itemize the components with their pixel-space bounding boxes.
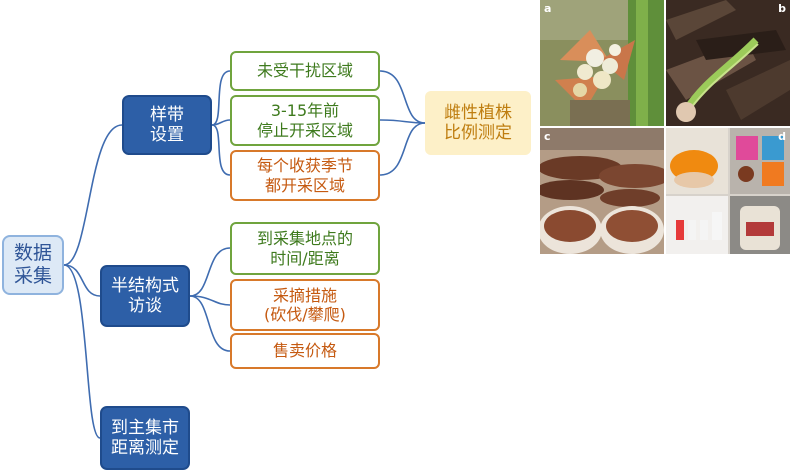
leaf-label-line1: 售卖价格	[272, 341, 337, 361]
category-label-line1: 半结构式	[111, 275, 179, 296]
root-label-line2: 采集	[13, 265, 52, 287]
photo-label-a: a	[544, 2, 552, 15]
leaf-label-line2: 停止开采区域	[256, 120, 353, 140]
leaf-label-line2: (砍伐/攀爬)	[264, 305, 346, 324]
leaf-label-line2: 时间/距离	[270, 248, 340, 268]
leaf-label-line1: 采摘措施	[272, 285, 337, 305]
category-market-distance: 到主集市 距离测定	[100, 406, 190, 470]
photo-collage: a b c	[540, 0, 790, 254]
photo-label-c: c	[544, 130, 551, 143]
category-transect-setup: 样带 设置	[122, 95, 212, 155]
category-label-line2: 设置	[150, 125, 184, 145]
leaf-harvested-every-season: 每个收获季节 都开采区域	[230, 150, 380, 201]
category-semi-structured-interview: 半结构式 访谈	[100, 265, 190, 327]
male-flowers-photo: a	[540, 0, 664, 126]
target-label-line2: 比例测定	[444, 123, 512, 143]
leaf-sale-price: 售卖价格	[230, 333, 380, 369]
target-female-plant-ratio: 雌性植株 比例测定	[425, 91, 531, 155]
leaf-harvest-method: 采摘措施 (砍伐/攀爬)	[230, 279, 380, 331]
dried-pods-photo: b	[666, 0, 790, 126]
category-label-line2: 访谈	[128, 296, 162, 316]
root-label-line1: 数据	[13, 242, 52, 265]
photo-label-d: d	[778, 130, 786, 143]
seeds-drying-photo: c	[540, 128, 664, 254]
target-label-line1: 雌性植株	[444, 102, 512, 123]
leaf-time-distance-to-site: 到采集地点的 时间/距离	[230, 222, 380, 275]
leaf-label-line1: 未受干扰区域	[256, 61, 353, 81]
category-label-line2: 距离测定	[111, 438, 179, 458]
leaf-label-line1: 到采集地点的	[256, 229, 353, 249]
category-label-line1: 样带	[150, 104, 184, 125]
products-photo: d	[666, 128, 790, 254]
root-node-data-collection: 数据 采集	[2, 235, 64, 295]
category-label-line1: 到主集市	[111, 417, 179, 438]
leaf-stopped-harvest-area: 3-15年前 停止开采区域	[230, 95, 380, 146]
leaf-label-line2: 都开采区域	[264, 175, 345, 195]
leaf-label-line1: 每个收获季节	[256, 156, 353, 176]
leaf-label-line1: 3-15年前	[270, 101, 340, 121]
leaf-undisturbed-area: 未受干扰区域	[230, 51, 380, 91]
photo-label-b: b	[778, 2, 786, 15]
